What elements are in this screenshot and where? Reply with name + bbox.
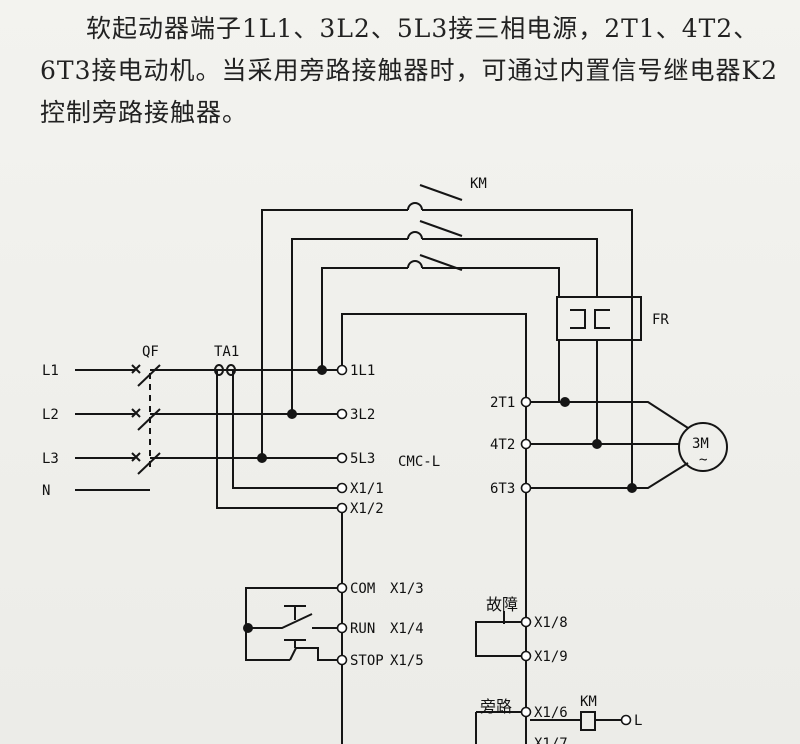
- label-com: COM: [350, 581, 375, 597]
- bypass-wires: [261, 209, 633, 488]
- stop-button-head: [284, 639, 306, 648]
- terminal-3l2: [336, 408, 348, 420]
- label-run: RUN: [350, 621, 375, 637]
- terminal-x18: [520, 616, 532, 628]
- terminal-com: [336, 582, 348, 594]
- label-fault: 故障: [486, 595, 518, 614]
- km-contact-arc: [407, 202, 423, 211]
- junctions: [243, 365, 637, 633]
- output-lines: [530, 401, 728, 489]
- qf-marks: [131, 364, 141, 462]
- label-stop: STOP: [350, 653, 384, 669]
- label-5l3: 5L3: [350, 451, 375, 467]
- ta1-coil: [214, 364, 224, 376]
- label-km-coil: KM: [580, 694, 597, 710]
- km-main-contacts: [407, 184, 463, 271]
- terminal-x19: [520, 650, 532, 662]
- label-x18: X1/8: [534, 615, 568, 631]
- terminal-6t3: [520, 482, 532, 494]
- run-switch: [248, 613, 338, 629]
- ta1-current-transformer: [214, 364, 338, 509]
- label-2t1: 2T1: [490, 395, 515, 411]
- terminal-l: [620, 714, 632, 726]
- label-4t2: 4T2: [490, 437, 515, 453]
- label-x13: X1/3: [390, 581, 424, 597]
- bypass-contact-wire: [475, 711, 522, 744]
- label-l1: L1: [42, 363, 59, 379]
- motor-label: 3M: [692, 436, 709, 452]
- motor-symbol: [678, 422, 728, 472]
- bypass-wire-l3: [261, 209, 633, 488]
- fr-heater-symbol: [570, 309, 610, 329]
- input-lines: [75, 364, 338, 491]
- label-l3: L3: [42, 451, 59, 467]
- terminals: [336, 364, 632, 726]
- description-paragraph: 软起动器端子1L1、3L2、5L3接三相电源，2T1、4T2、6T3接电动机。当…: [40, 8, 780, 134]
- label-qf: QF: [142, 344, 159, 360]
- label-x19: X1/9: [534, 649, 568, 665]
- bypass-wire-l1: [321, 267, 560, 402]
- fr-box: [556, 296, 642, 341]
- ta1-coil: [226, 364, 236, 376]
- out-6t3: [530, 462, 689, 489]
- terminal-x12: [336, 502, 348, 514]
- junction-dot: [287, 409, 297, 419]
- terminal-stop: [336, 654, 348, 666]
- label-ta1: TA1: [214, 344, 239, 360]
- fault-contact-wire: [475, 621, 522, 657]
- control-circuit: [245, 587, 622, 744]
- ta1-wire-x12: [216, 370, 338, 509]
- label-3l2: 3L2: [350, 407, 375, 423]
- label-device: CMC-L: [398, 454, 440, 470]
- km-contact-arc: [407, 231, 423, 240]
- label-km-top: KM: [470, 176, 487, 192]
- terminal-x16: [520, 706, 532, 718]
- terminal-2t1: [520, 396, 532, 408]
- label-x17: X1/7: [534, 736, 568, 744]
- junction-dot: [317, 365, 327, 375]
- motor-tilde: ~: [699, 452, 707, 468]
- label-l2: L2: [42, 407, 59, 423]
- ta1-wire-x11: [232, 370, 338, 489]
- device-top-wire: [341, 313, 527, 402]
- label-bypass: 旁路: [480, 697, 512, 716]
- label-l-end: L: [634, 713, 642, 729]
- terminal-5l3: [336, 452, 348, 464]
- terminal-4t2: [520, 438, 532, 450]
- label-x15: X1/5: [390, 653, 424, 669]
- bypass-wire-l2: [291, 238, 598, 444]
- label-x16: X1/6: [534, 705, 568, 721]
- label-x14: X1/4: [390, 621, 424, 637]
- label-fr: FR: [652, 312, 669, 328]
- km-contact-lever: [419, 220, 463, 237]
- com-wire: [245, 587, 338, 661]
- terminal-run: [336, 622, 348, 634]
- junction-dot: [257, 453, 267, 463]
- terminal-1l1: [336, 364, 348, 376]
- paragraph-text: 软起动器端子1L1、3L2、5L3接三相电源，2T1、4T2、6T3接电动机。当…: [40, 14, 779, 127]
- label-6t3: 6T3: [490, 481, 515, 497]
- label-x11: X1/1: [350, 481, 384, 497]
- label-n: N: [42, 483, 50, 499]
- terminal-x11: [336, 482, 348, 494]
- diagram-labels: KM FR QF TA1 L1 L2 L3 N 3M ~ CMC-L 1L1 3…: [42, 176, 709, 744]
- km-contact-arc: [407, 260, 423, 269]
- fr-thermal-relay: [556, 296, 642, 341]
- out-2t1: [530, 401, 689, 429]
- label-x12: X1/2: [350, 501, 384, 517]
- km-coil: [580, 711, 596, 731]
- km-contact-lever: [419, 184, 463, 201]
- label-1l1: 1L1: [350, 363, 375, 379]
- run-button-head: [284, 605, 306, 620]
- stop-switch: [289, 647, 338, 661]
